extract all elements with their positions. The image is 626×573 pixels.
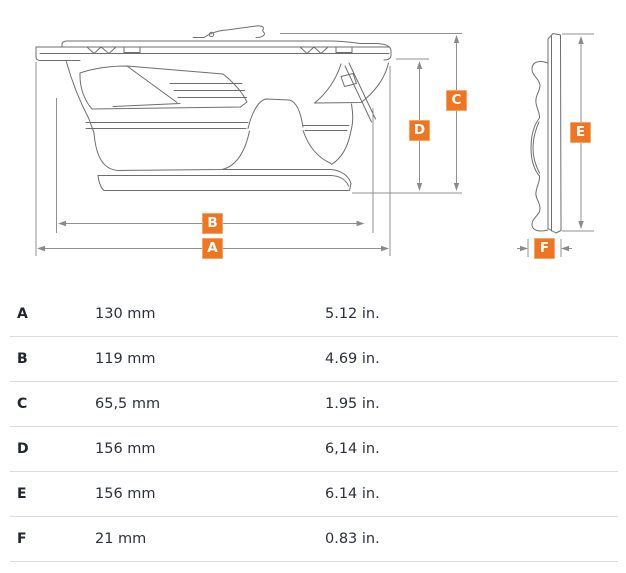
speaker-side-view (35, 25, 392, 191)
dimension-mm: 21 mm (95, 531, 147, 547)
dimension-inches: 4.69 in. (325, 351, 380, 367)
dimension-label-f: F (534, 238, 555, 259)
dimension-mm: 156 mm (95, 441, 156, 457)
dimension-label-a: A (202, 238, 223, 259)
dimension-inches: 5.12 in. (325, 306, 380, 322)
dimension-arrowheads (37, 35, 584, 252)
dimension-letter: B (17, 351, 28, 367)
dimension-letter: D (17, 441, 29, 457)
table-row: F 21 mm 0.83 in. (10, 517, 618, 562)
dimension-mm: 65,5 mm (95, 396, 161, 412)
dimension-label-c: C (446, 90, 467, 111)
dimension-lines (35, 33, 594, 257)
speaker-edge-view (530, 33, 562, 234)
dimension-label-e: E (570, 122, 591, 143)
dimension-mm: 119 mm (95, 351, 156, 367)
speaker-technical-drawing (35, 25, 594, 257)
table-row: E 156 mm 6.14 in. (10, 472, 618, 517)
dimension-inches: 6.14 in. (325, 486, 380, 502)
dimension-mm: 130 mm (95, 306, 156, 322)
dimension-label-b: B (202, 213, 223, 234)
dimension-letter: C (17, 396, 28, 412)
table-row: D 156 mm 6,14 in. (10, 427, 618, 472)
dimensions-table: A 130 mm 5.12 in. B 119 mm 4.69 in. C 65… (0, 292, 626, 562)
table-row: B 119 mm 4.69 in. (10, 337, 618, 382)
table-row: C 65,5 mm 1.95 in. (10, 382, 618, 427)
dimension-letter: A (17, 306, 28, 322)
dimension-letter: F (17, 531, 27, 547)
dimension-label-d: D (409, 120, 430, 141)
dimension-inches: 0.83 in. (325, 531, 380, 547)
dimension-inches: 1.95 in. (325, 396, 380, 412)
dimension-letter: E (17, 486, 27, 502)
table-row: A 130 mm 5.12 in. (10, 292, 618, 337)
dimension-inches: 6,14 in. (325, 441, 380, 457)
dimension-mm: 156 mm (95, 486, 156, 502)
